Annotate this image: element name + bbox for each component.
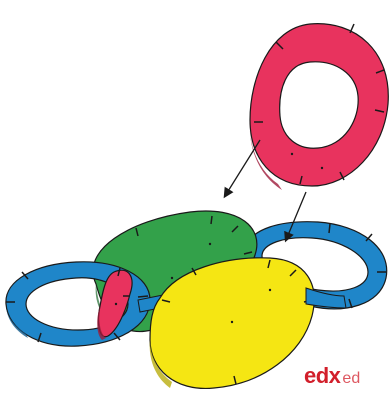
edx-logo: edx ed [304,365,360,391]
arrow-to-green-disc [225,140,260,196]
logo-wordmark-tail: ed [342,371,360,387]
logo-wordmark: edx [304,365,340,387]
red-ring [250,24,389,190]
